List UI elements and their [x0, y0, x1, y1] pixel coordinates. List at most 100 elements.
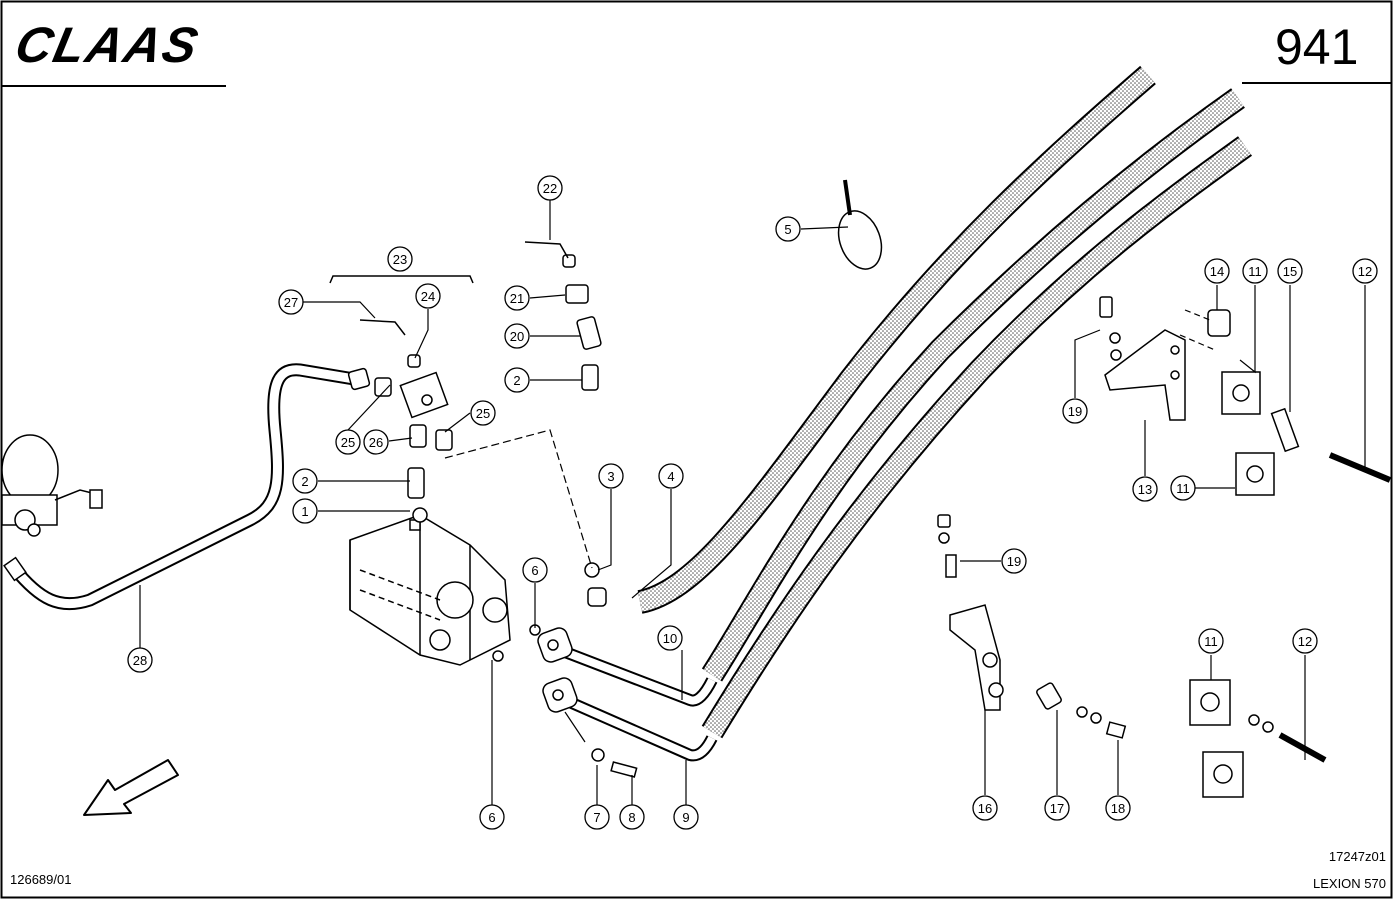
hydraulic-pump	[349, 514, 511, 666]
callout-number: 15	[1283, 264, 1297, 279]
callout-c11a: 11	[1242, 258, 1268, 284]
callout-number: 27	[284, 295, 298, 310]
callout-number: 21	[510, 291, 524, 306]
callout-c12b: 12	[1292, 628, 1318, 654]
callout-number: 24	[421, 289, 435, 304]
leader-lines	[139, 200, 1366, 805]
callout-number: 11	[1204, 634, 1218, 649]
callout-circle	[292, 498, 318, 524]
callout-c6b: 6	[479, 804, 505, 830]
callout-circle	[387, 246, 413, 272]
steel-pipes	[562, 646, 718, 762]
model-name: LEXION 570	[1313, 876, 1386, 891]
callout-c10: 10	[657, 625, 683, 651]
callout-circle	[1105, 795, 1131, 821]
callout-number: 2	[301, 474, 308, 489]
callout-number: 6	[488, 810, 495, 825]
callout-circle	[775, 216, 801, 242]
callout-number: 5	[784, 222, 791, 237]
callout-number: 4	[667, 469, 674, 484]
callout-c15: 15	[1277, 258, 1303, 284]
hose-set	[637, 65, 1253, 739]
page-number: 941	[1275, 19, 1358, 75]
callout-c6a: 6	[522, 557, 548, 583]
brand-logo: CLAAS	[11, 17, 205, 73]
callout-c1: 1	[292, 498, 318, 524]
callout-number: 11	[1248, 264, 1262, 279]
callout-circle	[504, 367, 530, 393]
callout-number: 23	[393, 252, 407, 267]
callout-circle	[619, 804, 645, 830]
callout-circle	[415, 283, 441, 309]
callout-number: 6	[531, 563, 538, 578]
callout-number: 2	[513, 373, 520, 388]
callout-circle	[127, 647, 153, 673]
callout-circle	[1198, 628, 1224, 654]
callout-number: 13	[1138, 482, 1152, 497]
callout-number: 19	[1068, 404, 1082, 419]
callout-c19b: 19	[1001, 548, 1027, 574]
callout-circle	[657, 625, 683, 651]
callout-c25b: 25	[470, 400, 496, 426]
callout-number: 16	[978, 801, 992, 816]
callout-number: 1	[301, 504, 308, 519]
callout-circle	[1242, 258, 1268, 284]
callout-c26: 26	[363, 429, 389, 455]
callout-circle	[1170, 475, 1196, 501]
callout-circle	[673, 804, 699, 830]
callout-c5: 5	[775, 216, 801, 242]
callout-circle	[292, 468, 318, 494]
callout-number: 25	[476, 406, 490, 421]
callout-c28: 28	[127, 647, 153, 673]
callout-circle	[972, 795, 998, 821]
callout-c9: 9	[673, 804, 699, 830]
callout-number: 12	[1298, 634, 1312, 649]
callout-c23: 23	[387, 246, 413, 272]
direction-arrow-icon	[83, 759, 179, 816]
accumulator	[1, 434, 103, 582]
fittings	[347, 241, 602, 523]
callout-circle	[504, 285, 530, 311]
callout-circle	[1001, 548, 1027, 574]
callout-c20: 20	[504, 323, 530, 349]
callout-c14: 14	[1204, 258, 1230, 284]
callout-c7: 7	[584, 804, 610, 830]
callout-circle	[1292, 628, 1318, 654]
callout-c16: 16	[972, 795, 998, 821]
callout-c17: 17	[1044, 795, 1070, 821]
callout-number: 14	[1210, 264, 1224, 279]
callout-number: 7	[593, 810, 600, 825]
callout-c13: 13	[1132, 476, 1158, 502]
callout-c11b: 11	[1170, 475, 1196, 501]
cable-tie	[837, 179, 883, 270]
callout-circle	[1352, 258, 1378, 284]
callout-circle	[522, 557, 548, 583]
assembly-dash-line	[444, 429, 593, 569]
callout-c18: 18	[1105, 795, 1131, 821]
callout-c27: 27	[278, 289, 304, 315]
callout-c25a: 25	[335, 429, 361, 455]
group-bracket-23	[329, 275, 474, 284]
callout-c11c: 11	[1198, 628, 1224, 654]
callout-circle	[278, 289, 304, 315]
callout-number: 8	[628, 810, 635, 825]
callout-c8: 8	[619, 804, 645, 830]
callout-c3: 3	[598, 463, 624, 489]
callout-circle	[658, 463, 684, 489]
callout-circle	[584, 804, 610, 830]
callout-number: 26	[369, 435, 383, 450]
callout-number: 19	[1007, 554, 1021, 569]
pipe-28	[8, 363, 362, 611]
callout-c22: 22	[537, 175, 563, 201]
callout-c19a: 19	[1062, 398, 1088, 424]
callout-number: 20	[510, 329, 524, 344]
callout-number: 9	[682, 810, 689, 825]
callout-circle	[1132, 476, 1158, 502]
callout-circle	[1204, 258, 1230, 284]
callout-c24: 24	[415, 283, 441, 309]
callout-circle	[598, 463, 624, 489]
drawing-ref: 17247z01	[1329, 849, 1386, 864]
